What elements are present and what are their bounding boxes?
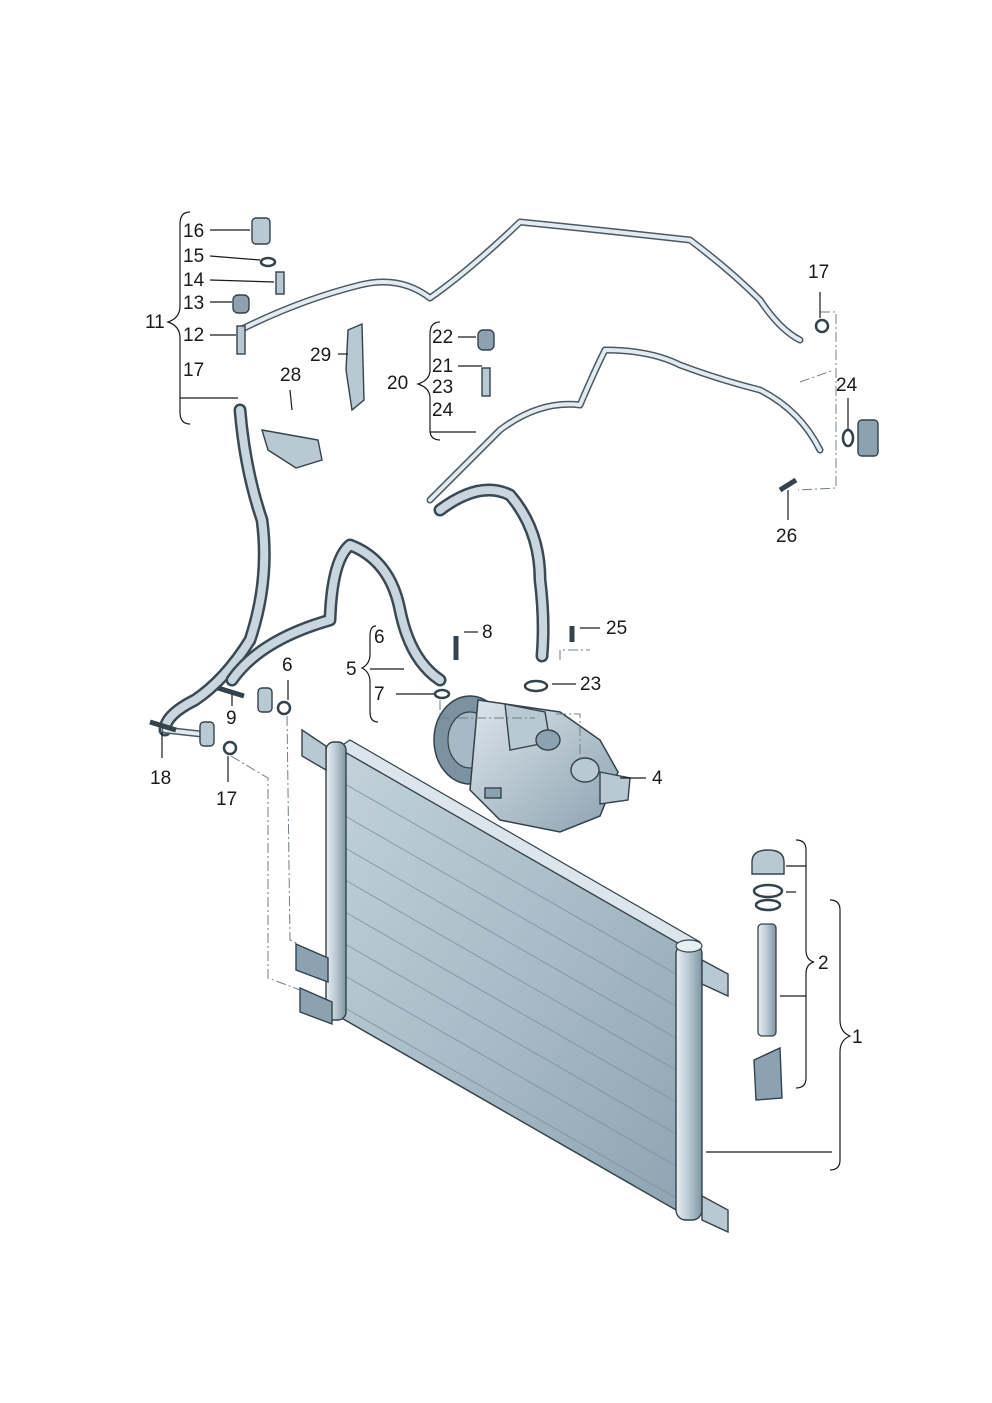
callout-6-lower: 6: [282, 655, 293, 676]
callout-25: 25: [606, 618, 627, 639]
callout-17-upper-right: 17: [808, 262, 829, 283]
compressor: [433, 695, 631, 833]
callout-4: 4: [652, 768, 663, 789]
callout-26: 26: [776, 526, 797, 547]
callout-15: 15: [183, 246, 204, 267]
alignment-lines: [230, 311, 837, 991]
callout-18: 18: [150, 768, 171, 789]
callout-29: 29: [310, 345, 331, 366]
condenser: [295, 728, 729, 1234]
callout-20: 20: [387, 373, 408, 394]
callout-23-upper: 23: [432, 377, 453, 398]
callout-1: 1: [852, 1027, 863, 1048]
callout-21: 21: [432, 356, 453, 377]
callout-7: 7: [374, 684, 385, 705]
callout-22: 22: [432, 327, 453, 348]
callout-28: 28: [280, 365, 301, 386]
receiver-drier: [751, 849, 785, 1101]
callout-13: 13: [183, 293, 204, 314]
callout-14: 14: [183, 270, 205, 291]
callout-9: 9: [226, 708, 237, 729]
callout-6-upper: 6: [374, 627, 385, 648]
small-parts: [149, 217, 879, 756]
callout-24-right: 24: [836, 375, 858, 396]
callout-17-upper-left: 17: [183, 360, 204, 381]
refrigerant-lines: [158, 218, 824, 739]
leader-lines: [161, 229, 849, 1153]
callout-12: 12: [183, 325, 204, 346]
callout-11: 11: [145, 312, 165, 333]
callout-23-lower: 23: [580, 674, 601, 695]
callout-labels: 16 15 14 13 12 17 11 29 28 22 21 20 23 2…: [145, 221, 863, 1048]
braces: [166, 211, 852, 1171]
callout-17-lower: 17: [216, 789, 237, 810]
callout-8: 8: [482, 622, 493, 643]
callout-16: 16: [183, 221, 204, 242]
callout-24-upper: 24: [432, 400, 454, 421]
callout-2: 2: [818, 953, 829, 974]
callout-5: 5: [346, 659, 357, 680]
